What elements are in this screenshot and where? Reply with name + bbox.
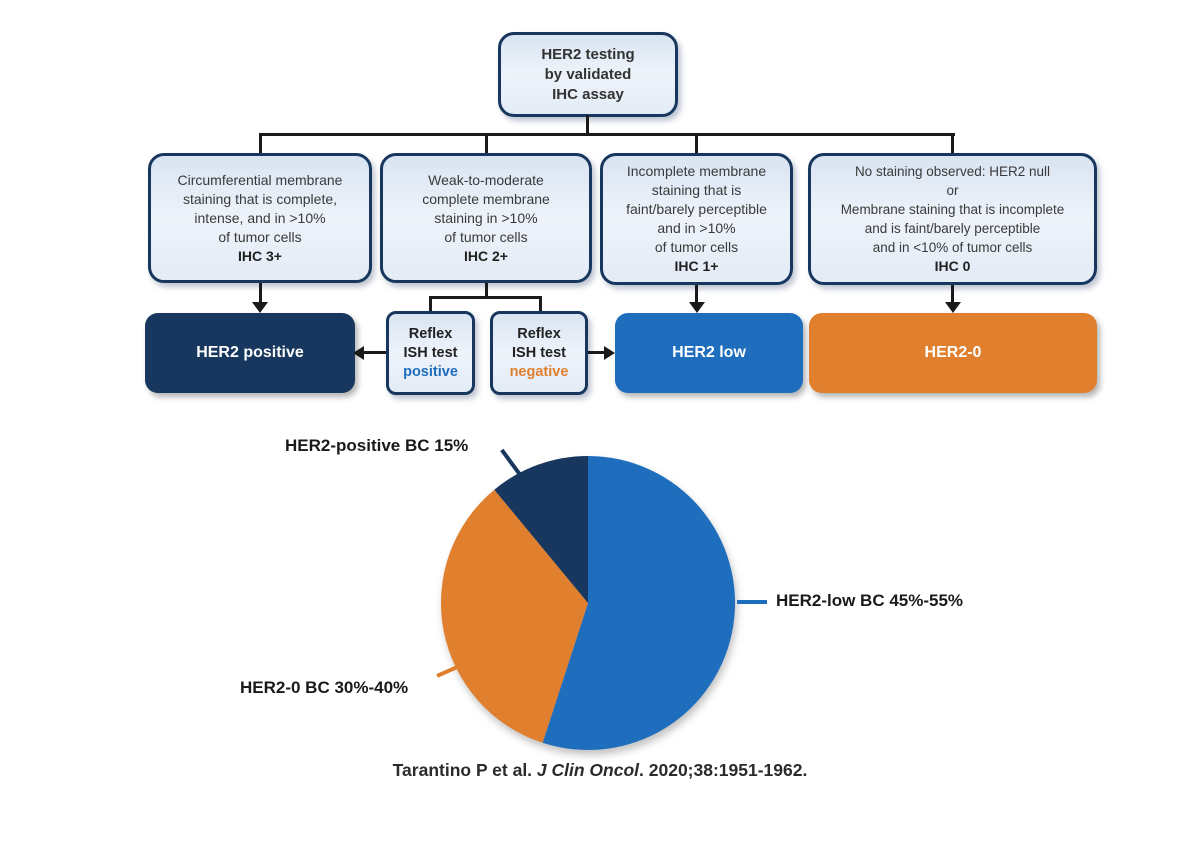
result-box-her2-0: HER2-0: [809, 313, 1097, 393]
reflex-negative-title: Reflex ISH test: [512, 325, 566, 361]
result-label-her2-0: HER2-0: [924, 344, 982, 361]
connector-ihc2-drop-right: [539, 296, 542, 312]
arrow-head-ihc3-down-icon: [252, 302, 268, 313]
citation-rest: . 2020;38:1951-1962.: [639, 760, 808, 780]
pie-chart: [438, 453, 738, 753]
connector-ihc2-bar: [429, 296, 542, 299]
leader-line-her2-low: [737, 600, 767, 604]
arrow-shaft-reflex-to-positive: [363, 351, 386, 354]
criteria-text-ihc3: Circumferential membrane staining that i…: [177, 171, 343, 245]
pie-slice-1: [440, 489, 588, 743]
result-label-her2-positive: HER2 positive: [196, 344, 304, 361]
connector-drop-ihc2: [484, 133, 488, 154]
arrow-head-ihc0-down-icon: [944, 302, 961, 313]
reflex-ish-negative-box: Reflex ISH test negative: [490, 311, 588, 395]
citation: Tarantino P et al. J Clin Oncol. 2020;38…: [0, 760, 1200, 781]
arrow-shaft-ihc3-down: [258, 283, 262, 304]
connector-drop-ihc1: [695, 133, 698, 154]
citation-journal: J Clin Oncol: [536, 760, 640, 780]
grade-label-ihc0: IHC 0: [934, 258, 971, 274]
pie-slice-2: [494, 456, 588, 603]
arrow-shaft-ihc0-down: [951, 285, 954, 304]
criteria-text-ihc2: Weak-to-moderate complete membrane stain…: [422, 171, 550, 245]
criteria-box-ihc1: Incomplete membrane staining that is fai…: [600, 153, 793, 285]
criteria-text-ihc0: No staining observed: HER2 null or Membr…: [840, 164, 1065, 255]
pie-label-her2-0: HER2-0 BC 30%-40%: [240, 678, 409, 697]
root-box-her2-testing: HER2 testing by validated IHC assay: [498, 32, 678, 117]
connector-root-stem: [585, 115, 589, 135]
pie-chart-svg: [440, 456, 736, 750]
reflex-positive-result: positive: [403, 363, 458, 380]
citation-authors: Tarantino P et al.: [392, 760, 537, 780]
reflex-ish-positive-box: Reflex ISH test positive: [386, 311, 475, 395]
pie-slice-0: [542, 456, 736, 750]
criteria-box-ihc2: Weak-to-moderate complete membrane stain…: [380, 153, 592, 283]
result-box-her2-positive: HER2 positive: [145, 313, 355, 393]
grade-label-ihc3: IHC 3+: [238, 247, 282, 264]
criteria-box-ihc3: Circumferential membrane staining that i…: [148, 153, 372, 283]
connector-horizontal-bar: [258, 133, 955, 136]
arrow-shaft-reflex-to-low: [588, 351, 606, 354]
grade-label-ihc1: IHC 1+: [674, 258, 719, 274]
connector-drop-ihc3: [258, 133, 262, 154]
reflex-negative-result: negative: [509, 363, 569, 380]
connector-ihc2-drop-left: [429, 296, 432, 312]
criteria-text-ihc1: Incomplete membrane staining that is fai…: [626, 163, 767, 255]
arrow-head-left-icon: [353, 345, 364, 360]
connector-ihc2-stem: [484, 283, 488, 299]
pie-label-her2-low: HER2-low BC 45%-55%: [776, 591, 964, 610]
arrow-head-right-icon: [604, 345, 615, 360]
result-label-her2-low: HER2 low: [672, 344, 746, 361]
arrow-shaft-ihc1-down: [695, 285, 698, 304]
result-box-her2-low: HER2 low: [615, 313, 803, 393]
pie-label-her2-positive: HER2-positive BC 15%: [285, 436, 469, 455]
connector-drop-ihc0: [951, 133, 954, 154]
arrow-head-ihc1-down-icon: [688, 302, 705, 313]
grade-label-ihc2: IHC 2+: [464, 247, 508, 264]
root-box-label: HER2 testing by validated IHC assay: [541, 45, 635, 103]
criteria-box-ihc0: No staining observed: HER2 null or Membr…: [808, 153, 1097, 285]
reflex-positive-title: Reflex ISH test: [403, 325, 458, 361]
